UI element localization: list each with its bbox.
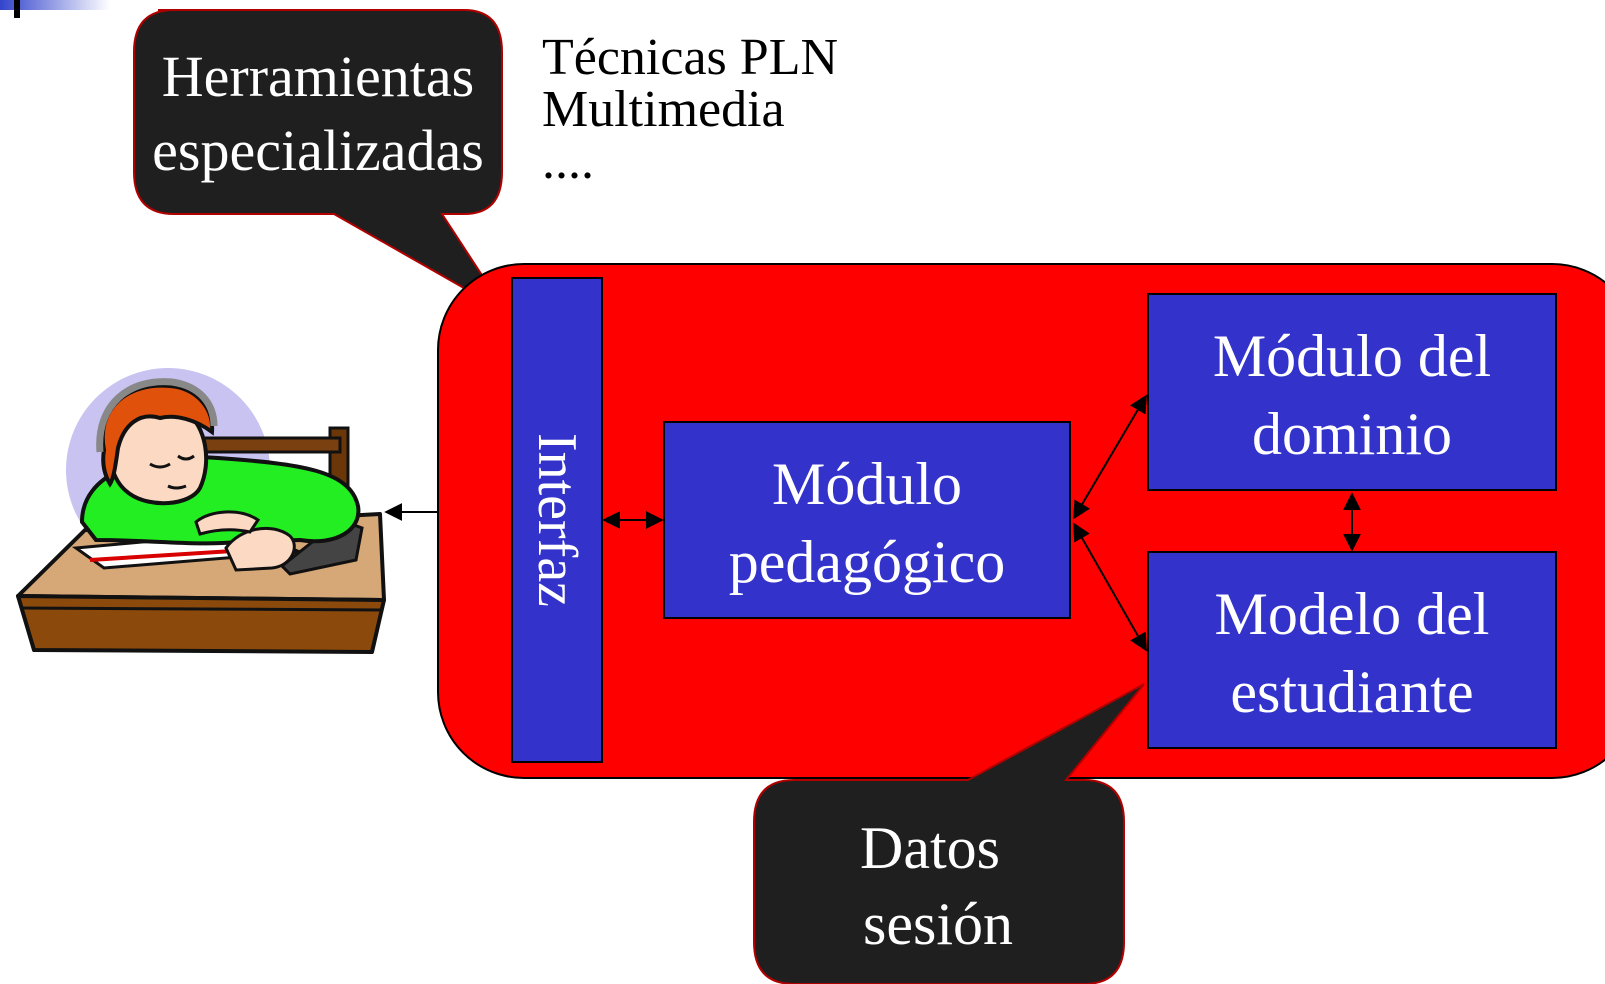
interface-label: Interfaz (526, 433, 588, 607)
student-line1: Modelo del (1215, 581, 1490, 647)
domain-module: Módulo del dominio (1147, 293, 1557, 491)
tools-item-more: .... (542, 133, 594, 190)
pedagogic-module: Módulo pedagógico (663, 421, 1071, 619)
slide-corner-decoration (0, 0, 110, 18)
arrow-pedagogic-student (1073, 522, 1147, 652)
callout-specialized-tools: Herramientas especializadas (133, 9, 507, 313)
callout-session-line1: Datos (860, 815, 1000, 881)
interface-module: Interfaz (511, 277, 603, 763)
callout-tools-line2: especializadas (152, 118, 484, 183)
domain-line1: Módulo del (1213, 323, 1491, 389)
callout-session-line2: sesión (863, 891, 1013, 957)
student-sleeping-illustration (16, 368, 386, 654)
callout-session-data: Datos sesión (753, 683, 1145, 984)
callout-tools-line1: Herramientas (162, 44, 474, 109)
pedagogic-line1: Módulo (772, 451, 962, 517)
tools-item-multimedia: Multimedia (542, 81, 785, 138)
student-model-module: Modelo del estudiante (1147, 551, 1557, 749)
pedagogic-line2: pedagógico (729, 529, 1006, 595)
domain-line2: dominio (1252, 401, 1452, 467)
student-line2: estudiante (1230, 659, 1473, 725)
tools-item-pln: Técnicas PLN (542, 29, 838, 86)
tools-list: Técnicas PLN Multimedia .... (542, 29, 838, 190)
arrow-pedagogic-domain (1073, 394, 1147, 520)
